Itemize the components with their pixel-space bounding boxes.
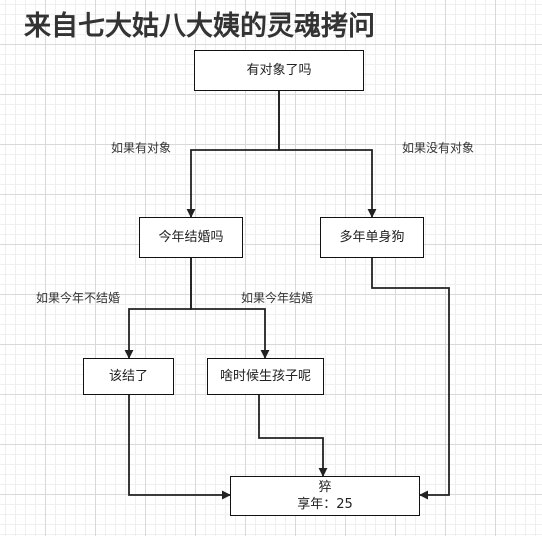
edge-label-no-partner: 如果没有对象 — [402, 141, 475, 155]
node-dead: 猝 享年：25 — [230, 476, 420, 516]
edge-root-to-single — [278, 90, 377, 218]
edge-label-this-year: 如果今年结婚 — [241, 291, 314, 305]
edge-kids-to-dead — [258, 395, 328, 477]
page-title: 来自七大姑八大姨的灵魂拷问 — [24, 11, 375, 42]
node-when-kids-text: 啥时候生孩子呢 — [219, 369, 311, 384]
node-marry-this-year-question-text: 今年结婚吗 — [158, 230, 224, 245]
node-dead-age-text: 享年：25 — [297, 497, 353, 512]
node-should-marry-text: 该结了 — [108, 369, 148, 384]
node-should-marry: 该结了 — [83, 358, 174, 395]
node-has-partner-question-text: 有对象了吗 — [246, 63, 312, 78]
node-single-dog-text: 多年单身狗 — [339, 230, 405, 245]
edge-single-to-dead — [371, 258, 450, 500]
edge-marry-to-kids — [190, 258, 270, 359]
edge-label-has-partner: 如果有对象 — [111, 141, 172, 155]
edge-marry-to-should — [124, 258, 192, 359]
node-has-partner-question: 有对象了吗 — [194, 50, 364, 91]
node-when-kids: 啥时候生孩子呢 — [207, 358, 324, 395]
node-marry-this-year-question: 今年结婚吗 — [139, 217, 243, 258]
edge-should-to-dead — [128, 395, 231, 500]
node-single-dog: 多年单身狗 — [320, 217, 424, 258]
edge-label-not-this-year: 如果今年不结婚 — [36, 291, 121, 305]
edge-root-to-marry — [186, 90, 280, 218]
node-dead-text: 猝 — [318, 480, 332, 495]
